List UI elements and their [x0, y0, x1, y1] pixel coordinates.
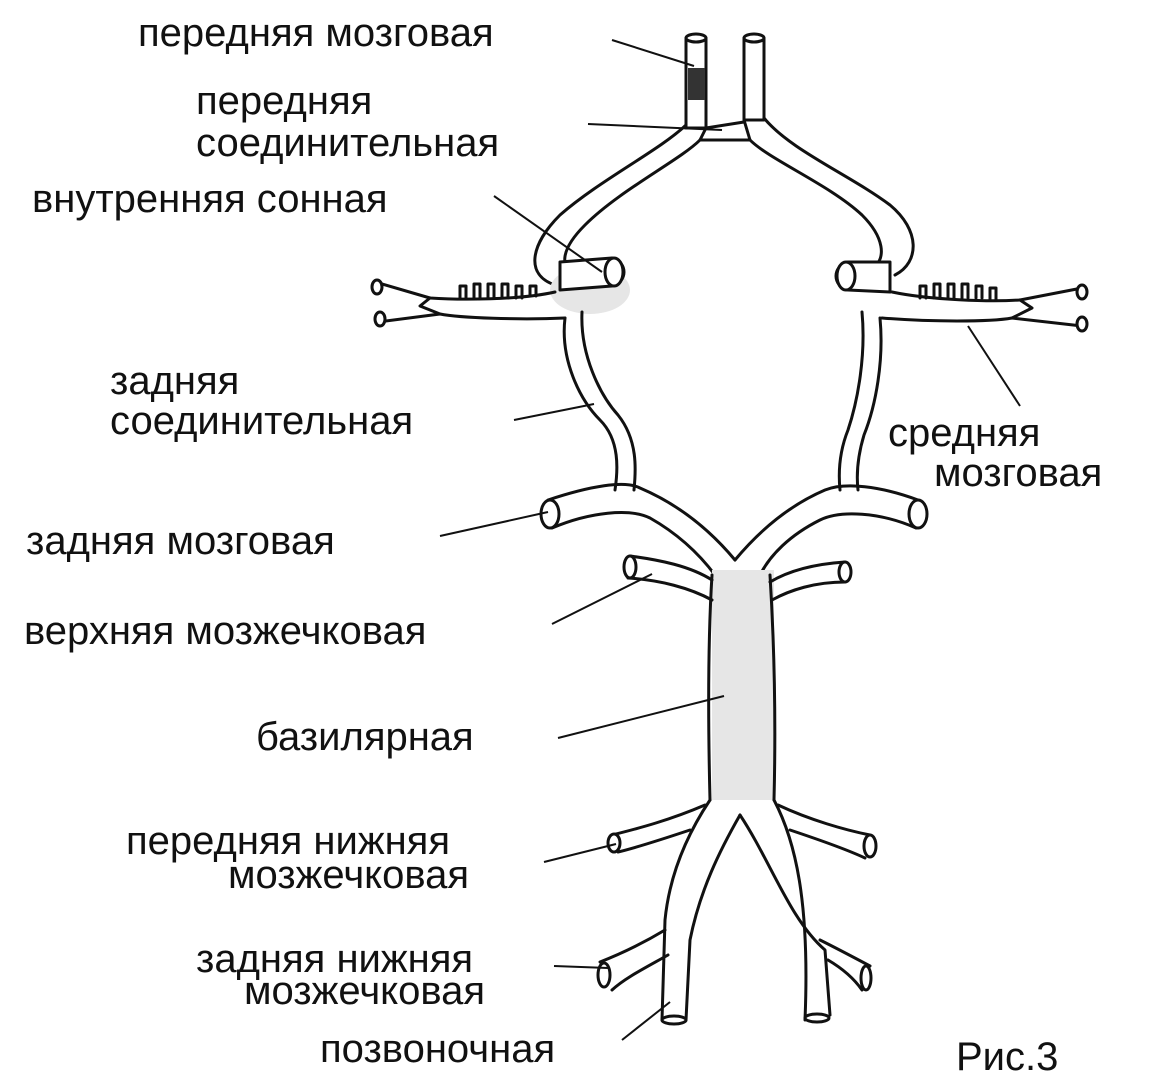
- label-superior-cerebellar: верхняя мозжечковая: [24, 609, 426, 653]
- internal-carotid-right: [834, 260, 892, 294]
- label-pica-line1: задняя нижняя: [196, 937, 473, 981]
- leader-anterior-cerebral: [611, 39, 695, 67]
- leader-pica: [553, 965, 609, 969]
- label-middle-cerebral-line1: средняя: [888, 411, 1040, 455]
- superior-cerebellar-artery-left: [622, 554, 714, 602]
- leader-vertebral: [621, 1001, 671, 1041]
- leader-aica: [543, 843, 617, 863]
- anterior-inferior-cerebellar-artery-right: [776, 803, 878, 860]
- label-aica-line1: передняя нижняя: [126, 819, 450, 863]
- label-anterior-communicating-line2: соединительная: [196, 121, 499, 165]
- middle-cerebral-artery-left: [370, 278, 567, 328]
- leader-middle-cerebral: [967, 325, 1021, 407]
- label-posterior-cerebral: задняя мозговая: [26, 519, 335, 563]
- posterior-inferior-cerebellar-artery-left: [596, 928, 670, 992]
- label-anterior-cerebral: передняя мозговая: [138, 11, 494, 55]
- label-basilar: базилярная: [256, 715, 474, 759]
- leader-lines: [439, 39, 1021, 1041]
- internal-carotid-left: [550, 256, 630, 314]
- label-pica-line2: мозжечковая: [244, 969, 485, 1013]
- vertebral-artery-left: [660, 798, 742, 1026]
- label-internal-carotid: внутренняя сонная: [32, 177, 388, 221]
- leader-posterior-communicating: [513, 403, 595, 421]
- posterior-inferior-cerebellar-artery-right: [818, 938, 873, 992]
- label-vertebral: позвоночная: [320, 1027, 555, 1071]
- superior-cerebellar-artery-right: [768, 560, 853, 602]
- posterior-communicating-artery-left: [562, 310, 637, 492]
- highlighted-segment: [688, 68, 705, 100]
- anterior-cerebral-artery-left: [684, 32, 708, 130]
- label-anterior-communicating-line1: передняя: [196, 79, 372, 123]
- leader-superior-cerebellar: [551, 573, 653, 625]
- label-middle-cerebral-line2: мозговая: [934, 451, 1102, 495]
- anterior-cerebral-artery-right: [742, 32, 766, 122]
- figure-label: Рис.3: [956, 1035, 1058, 1079]
- leader-posterior-cerebral: [439, 511, 549, 537]
- label-posterior-communicating-line2: соединительная: [110, 399, 413, 443]
- middle-cerebral-artery-right: [880, 282, 1089, 333]
- posterior-cerebral-artery-left: [539, 482, 737, 577]
- posterior-cerebral-artery-right: [733, 484, 929, 577]
- vertebral-artery-right: [738, 798, 832, 1024]
- posterior-communicating-artery-right: [837, 310, 883, 492]
- leader-anterior-communicating: [587, 123, 723, 131]
- basilar-artery: [707, 570, 777, 802]
- anterior-inferior-cerebellar-artery-left: [606, 803, 707, 854]
- label-aica-line2: мозжечковая: [228, 853, 469, 897]
- leader-basilar: [557, 695, 725, 739]
- anterior-arch: [533, 116, 915, 287]
- leader-internal-carotid: [493, 195, 603, 273]
- label-posterior-communicating-line1: задняя: [110, 359, 239, 403]
